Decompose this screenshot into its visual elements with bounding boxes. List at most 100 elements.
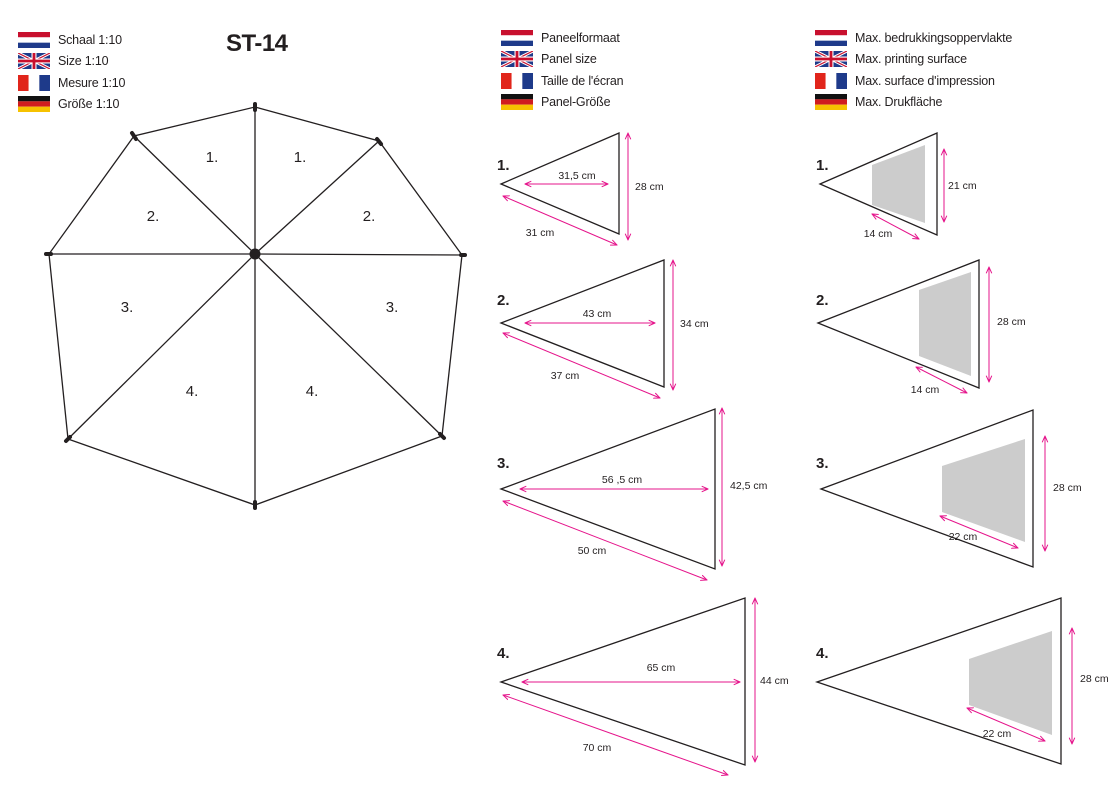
france-flag-icon bbox=[815, 72, 847, 89]
panel-size-column: 1. 31,5 cm 28 cm 31 cm 2. 43 cm 34 cm 37… bbox=[497, 132, 789, 775]
umbrella-panel-label: 3. bbox=[386, 299, 399, 316]
uk-flag-icon bbox=[501, 51, 533, 68]
germany-flag-icon bbox=[18, 96, 50, 113]
depth-label: 56 ,5 cm bbox=[602, 474, 643, 486]
panel-2: 2. 43 cm 34 cm 37 cm bbox=[497, 259, 709, 398]
umbrella-rib bbox=[254, 140, 380, 255]
depth-label: 31,5 cm bbox=[558, 170, 596, 182]
scale-legend: Schaal 1:10 Size 1:10 Mesure 1:10 Größe … bbox=[18, 29, 125, 115]
print-surface-legend: Max. bedrukkingsoppervlakte Max. printin… bbox=[815, 27, 1012, 113]
side-dimension bbox=[503, 501, 707, 580]
print-triangle bbox=[818, 132, 938, 236]
height-label: 28 cm bbox=[635, 181, 664, 193]
umbrella-panel-label: 4. bbox=[306, 383, 319, 400]
side-dimension bbox=[503, 333, 660, 398]
umbrella-panel-label: 3. bbox=[121, 299, 134, 316]
print-number: 2. bbox=[816, 292, 829, 309]
print-width-label: 22 cm bbox=[949, 531, 978, 543]
panel-number: 1. bbox=[497, 157, 510, 174]
legend-row-nl: Schaal 1:10 bbox=[18, 29, 125, 51]
print-triangle bbox=[819, 409, 1034, 568]
legend-text: Mesure 1:10 bbox=[58, 75, 126, 90]
print-width-label: 22 cm bbox=[983, 728, 1012, 740]
height-label: 42,5 cm bbox=[730, 480, 768, 492]
france-flag-icon bbox=[18, 74, 50, 91]
print-number: 1. bbox=[816, 157, 829, 174]
print-width-label: 14 cm bbox=[911, 384, 940, 396]
side-label: 50 cm bbox=[578, 545, 607, 557]
print-width-dimension bbox=[967, 708, 1045, 741]
umbrella-panel-label: 1. bbox=[294, 149, 307, 166]
germany-flag-icon bbox=[815, 94, 847, 111]
legend-text: Größe 1:10 bbox=[58, 97, 120, 112]
legend-text: Max. surface d'impression bbox=[855, 73, 995, 88]
panel-1: 1. 31,5 cm 28 cm 31 cm bbox=[497, 132, 664, 245]
legend-text: Panel-Größe bbox=[541, 95, 611, 110]
umbrella-diagram bbox=[44, 102, 467, 510]
rib-tip bbox=[375, 137, 383, 146]
print-height-label: 28 cm bbox=[1080, 673, 1109, 685]
legend-row-uk: Max. printing surface bbox=[815, 49, 1012, 71]
umbrella-center-hub bbox=[249, 248, 261, 260]
legend-row-de: Max. Drukfläche bbox=[815, 92, 1012, 114]
umbrella-rib bbox=[254, 253, 463, 256]
legend-row-de: Größe 1:10 bbox=[18, 94, 125, 116]
print-2: 2. 28 cm 14 cm bbox=[816, 259, 1026, 396]
print-1: 1. 21 cm 14 cm bbox=[816, 132, 977, 240]
uk-flag-icon bbox=[815, 51, 847, 68]
legend-text: Max. bedrukkingsoppervlakte bbox=[855, 30, 1013, 45]
netherlands-flag-icon bbox=[501, 29, 533, 46]
side-label: 31 cm bbox=[526, 227, 555, 239]
netherlands-flag-icon bbox=[18, 31, 50, 48]
umbrella-rib bbox=[67, 253, 256, 440]
legend-row-de: Panel-Größe bbox=[501, 92, 623, 114]
legend-row-fr: Max. surface d'impression bbox=[815, 70, 1012, 92]
depth-label: 65 cm bbox=[647, 662, 676, 674]
legend-text: Paneelformaat bbox=[541, 30, 620, 45]
legend-text: Taille de l'écran bbox=[541, 73, 624, 88]
print-number: 4. bbox=[816, 645, 829, 662]
print-4: 4. 28 cm 22 cm bbox=[814, 597, 1109, 765]
side-label: 37 cm bbox=[551, 370, 580, 382]
umbrella-panel-label: 2. bbox=[363, 208, 376, 225]
print-number: 3. bbox=[816, 455, 829, 472]
legend-text: Schaal 1:10 bbox=[58, 32, 122, 47]
panel-number: 2. bbox=[497, 292, 510, 309]
legend-row-nl: Max. bedrukkingsoppervlakte bbox=[815, 27, 1012, 49]
print-surface-column: 1. 21 cm 14 cm 2. 28 cm 14 cm 3. bbox=[814, 132, 1109, 765]
umbrella-labels: 1. 1. 2. 2. 3. 3. 4. 4. bbox=[121, 149, 399, 400]
legend-row-fr: Mesure 1:10 bbox=[18, 72, 125, 94]
rib-tip bbox=[64, 435, 72, 443]
print-area bbox=[919, 272, 971, 376]
umbrella-rib bbox=[254, 253, 443, 437]
side-dimension bbox=[503, 695, 728, 775]
rib-tip bbox=[130, 131, 138, 141]
print-height-label: 28 cm bbox=[1053, 482, 1082, 494]
legend-row-nl: Paneelformaat bbox=[501, 27, 623, 49]
height-label: 44 cm bbox=[760, 675, 789, 687]
height-label: 34 cm bbox=[680, 318, 709, 330]
legend-text: Panel size bbox=[541, 52, 597, 67]
legend-row-uk: Panel size bbox=[501, 49, 623, 71]
panel-size-legend: Paneelformaat Panel size Taille de l'écr… bbox=[501, 27, 624, 114]
print-width-dimension bbox=[940, 516, 1018, 548]
model-title: ST-14 bbox=[226, 30, 288, 57]
depth-label: 43 cm bbox=[583, 308, 612, 320]
print-width-dimension bbox=[916, 367, 967, 393]
legend-row-fr: Taille de l'écran bbox=[501, 70, 624, 92]
legend-text: Max. Drukfläche bbox=[855, 95, 943, 110]
panel-3: 3. 56 ,5 cm 42,5 cm 50 cm bbox=[497, 408, 768, 580]
print-width-dimension bbox=[872, 214, 919, 239]
umbrella-panel-label: 2. bbox=[147, 208, 160, 225]
umbrella-panel-label: 1. bbox=[206, 149, 219, 166]
rib-tip bbox=[438, 432, 446, 440]
side-dimension bbox=[503, 196, 617, 245]
umbrella-rib bbox=[133, 135, 256, 255]
print-triangle bbox=[814, 597, 1062, 765]
germany-flag-icon bbox=[501, 94, 533, 111]
print-area bbox=[969, 631, 1052, 735]
panel-number: 4. bbox=[497, 645, 510, 662]
netherlands-flag-icon bbox=[815, 29, 847, 46]
umbrella-panel-label: 4. bbox=[186, 383, 199, 400]
